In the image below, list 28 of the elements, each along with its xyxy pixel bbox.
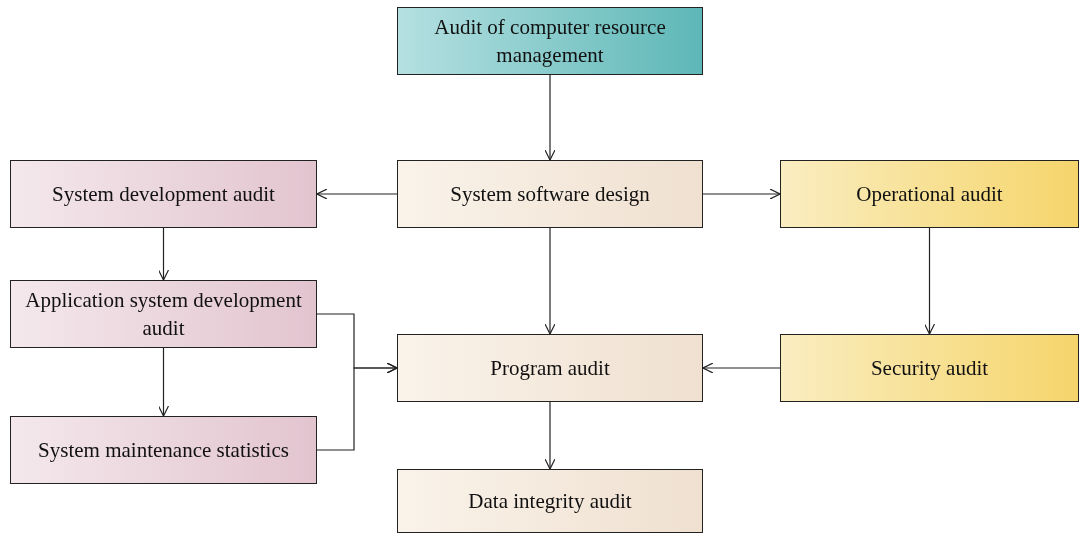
box-label: Security audit [869, 355, 990, 382]
box-label: Program audit [489, 355, 611, 382]
process-box [397, 7, 703, 75]
arrow [702, 188, 781, 200]
arrow [316, 362, 398, 451]
arrow [702, 362, 781, 374]
process-box [780, 160, 1079, 228]
process-box [10, 280, 317, 348]
box-label: Application system development audit [24, 287, 303, 342]
box-label: System software design [449, 181, 651, 208]
box-label: Data integrity audit [467, 488, 633, 515]
process-box [780, 334, 1079, 402]
arrow [923, 227, 936, 335]
box-label: Audit of computer resource management [433, 14, 667, 69]
process-box [10, 160, 317, 228]
arrow [544, 227, 556, 335]
box-label: System maintenance statistics [37, 437, 290, 464]
process-box [397, 469, 703, 533]
arrow [157, 227, 170, 281]
arrow [316, 188, 398, 200]
arrow [157, 347, 170, 417]
process-box [397, 160, 703, 228]
box-label: Operational audit [855, 181, 1004, 208]
process-box [10, 416, 317, 484]
process-box [397, 334, 703, 402]
box-label: System development audit [51, 181, 276, 208]
arrow [544, 74, 556, 161]
arrow [544, 401, 556, 470]
